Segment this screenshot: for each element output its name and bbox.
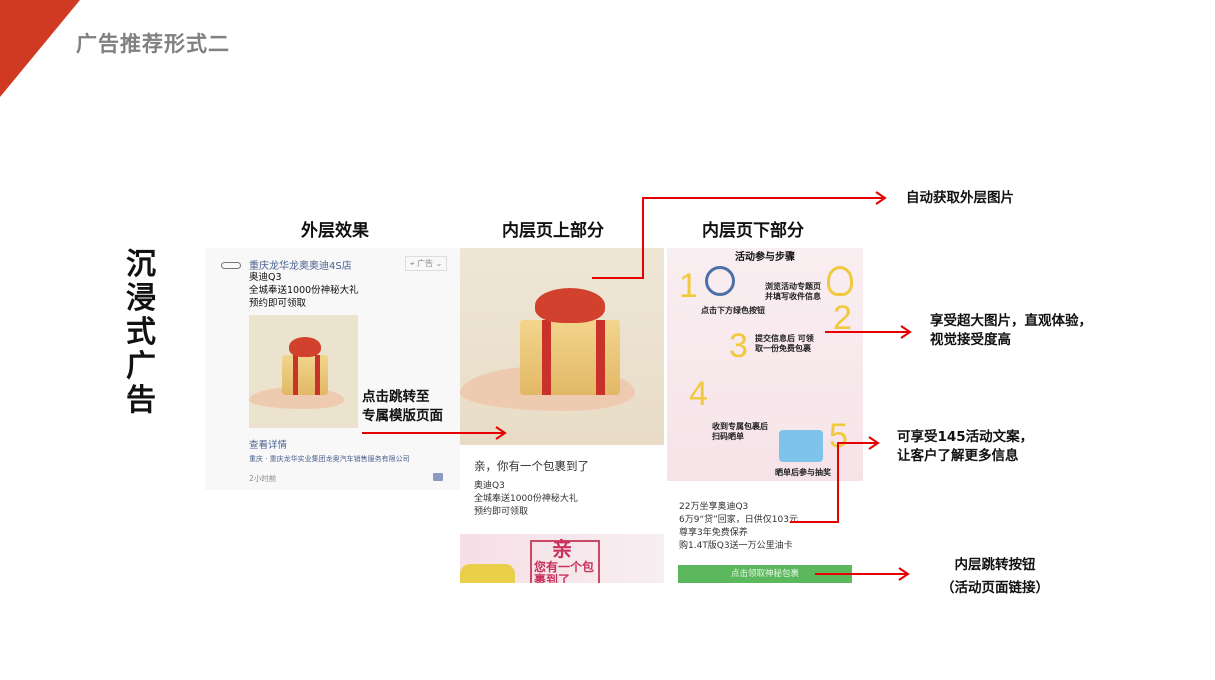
hero-image — [460, 248, 664, 445]
copy-line: 尊享3年免费保养 — [679, 528, 748, 538]
slide-title: 广告推荐形式二 — [76, 32, 230, 56]
inner-page-bottom: 活动参与步骤 1 点击下方绿色按钮 浏览活动专题页 并填写收件信息 2 3 提交… — [667, 248, 863, 583]
annotation-text: 内层跳转按钮 — [954, 557, 1036, 573]
prize-box-icon — [779, 430, 823, 462]
post-time: 2小时前 — [249, 474, 277, 483]
ad-badge-label: 广告 — [417, 259, 434, 268]
annotation-text: 专属模版页面 — [362, 408, 443, 424]
inner-page-top: 亲，你有一个包裹到了 奥迪Q3 全城奉送1000份神秘大礼 预约即可领取 亲 您… — [460, 248, 664, 583]
comment-icon[interactable] — [433, 473, 443, 481]
column-heading-inner-top: 内层页上部分 — [502, 221, 604, 241]
location-icon: ⌖ — [410, 259, 415, 268]
copy-line: 购1.4T版Q3送一万公里油卡 — [679, 541, 793, 551]
steps-title: 活动参与步骤 — [735, 252, 795, 263]
ad-image[interactable] — [249, 315, 358, 428]
banner-image: 亲 您有一个包裹到了 — [460, 534, 664, 583]
ad-line-2: 全城奉送1000份神秘大礼 — [249, 285, 359, 296]
annotation-text: （活动页面链接） — [941, 580, 1049, 596]
annotation-text: 让客户了解更多信息 — [897, 448, 1019, 464]
banner-text: 您有一个包裹到了 — [534, 560, 595, 584]
step-number: 5 — [829, 417, 848, 455]
step-number: 4 — [689, 375, 708, 413]
outer-ad-card[interactable]: 重庆龙华龙奥奥迪4S店 ⌖ 广告 ⌄ 奥迪Q3 全城奉送1000份神秘大礼 预约… — [205, 248, 460, 490]
side-label: 沉浸式广告 — [126, 247, 156, 418]
arrow-copy — [790, 442, 876, 523]
copy-line: 22万坐享奥迪Q3 — [679, 502, 749, 512]
column-heading-outer: 外层效果 — [301, 221, 369, 241]
company-name: 重庆 · 重庆龙华实业集团龙奥汽车销售服务有限公司 — [249, 455, 410, 463]
copy-line: 6万9“贷”回家，日供仅103元 — [679, 515, 798, 525]
annotation-text: 享受超大图片，直观体验， — [930, 313, 1092, 329]
step-number: 1 — [679, 267, 698, 305]
lightbulb-question-icon — [827, 266, 853, 296]
claim-gift-button[interactable]: 点击领取神秘包裹 — [678, 565, 852, 583]
inner-line-3: 预约即可领取 — [474, 507, 529, 517]
corner-decoration — [0, 0, 80, 97]
step-text: 浏览活动专题页 并填写收件信息 — [765, 282, 821, 301]
annotation-jump: 点击跳转至 专属模版页面 — [362, 388, 443, 426]
step-text: 晒单后参与抽奖 — [775, 468, 831, 477]
column-heading-inner-bottom: 内层页下部分 — [702, 221, 804, 241]
steps-image: 活动参与步骤 1 点击下方绿色按钮 浏览活动专题页 并填写收件信息 2 3 提交… — [667, 248, 863, 481]
step-text: 收到专属包裹后 扫码晒单 — [712, 422, 768, 441]
step-text: 提交信息后 可领取一份免费包裹 — [755, 334, 814, 353]
annotation-text: 视觉接受度高 — [930, 332, 1011, 348]
arrow-auto-image — [592, 197, 883, 279]
step-number: 2 — [833, 299, 852, 337]
step-text: 点击下方绿色按钮 — [701, 306, 765, 315]
inner-headline: 亲，你有一个包裹到了 — [474, 459, 589, 473]
audi-logo-icon — [221, 262, 241, 269]
view-details-link[interactable]: 查看详情 — [249, 440, 288, 451]
magnifier-icon — [705, 266, 735, 296]
ad-line-3: 预约即可领取 — [249, 298, 307, 309]
banner-big-text: 亲 — [552, 537, 572, 561]
ad-line-1: 奥迪Q3 — [249, 272, 282, 283]
inner-line-2: 全城奉送1000份神秘大礼 — [474, 494, 578, 504]
annotation-text: 点击跳转至 — [362, 389, 430, 405]
annotation-text: 可享受145活动文案， — [897, 429, 1034, 445]
ad-badge[interactable]: ⌖ 广告 ⌄ — [405, 256, 448, 271]
inner-line-1: 奥迪Q3 — [474, 481, 505, 491]
gift-image — [460, 248, 664, 445]
step-number: 3 — [729, 327, 748, 365]
gift-image — [249, 315, 358, 428]
account-name[interactable]: 重庆龙华龙奥奥迪4S店 — [249, 261, 352, 272]
annotation-auto-image: 自动获取外层图片 — [906, 190, 1014, 206]
